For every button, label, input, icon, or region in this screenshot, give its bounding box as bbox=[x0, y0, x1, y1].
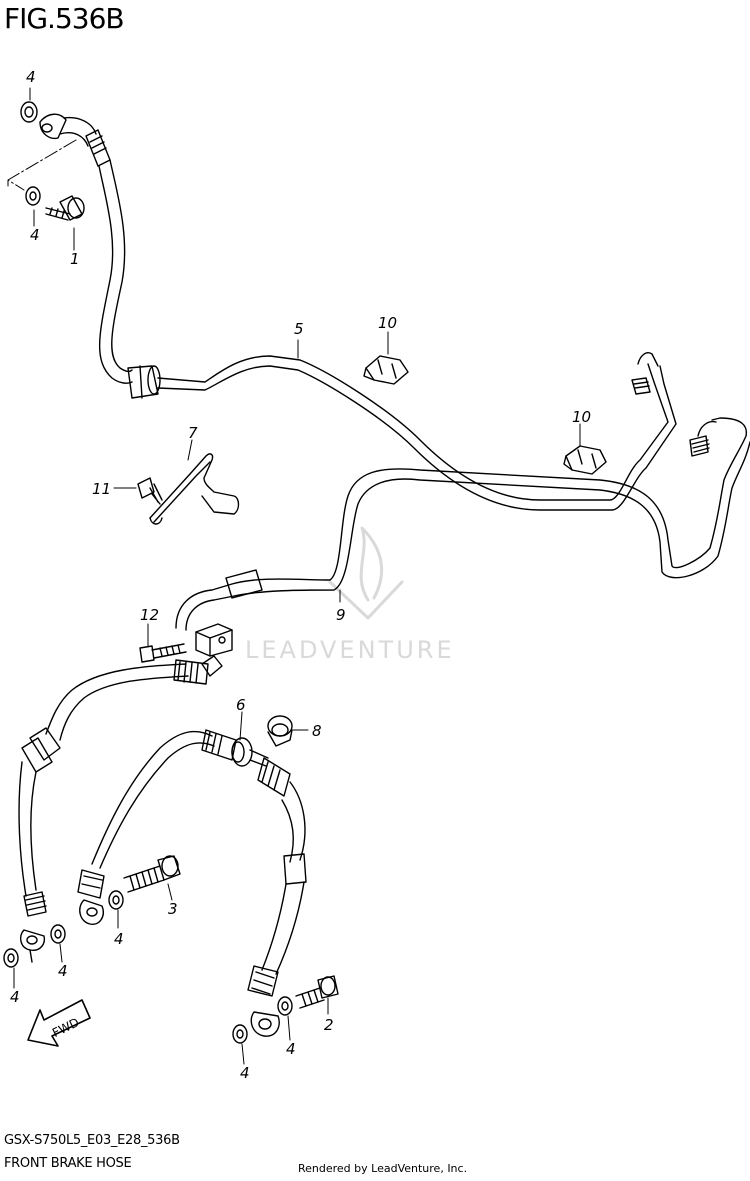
callout-10: 10 bbox=[572, 408, 591, 426]
callout-9: 9 bbox=[336, 606, 346, 624]
callout-7: 7 bbox=[188, 424, 198, 442]
clip-10-lower bbox=[563, 445, 607, 475]
figure-title: FIG.536B bbox=[4, 2, 125, 35]
middle-brake-pipe bbox=[175, 417, 750, 631]
bracket-7 bbox=[149, 453, 240, 525]
washer-4c bbox=[3, 948, 19, 968]
washer-4f bbox=[277, 996, 293, 1016]
washer-4a bbox=[20, 101, 38, 123]
bolt-11 bbox=[137, 477, 163, 505]
callout-6: 6 bbox=[236, 696, 246, 714]
callout-8: 8 bbox=[312, 722, 322, 740]
lower-right-brake-hose bbox=[77, 729, 307, 1037]
bolt-1 bbox=[45, 195, 85, 221]
hose-joint-block bbox=[195, 623, 233, 677]
upper-brake-hose bbox=[39, 113, 677, 511]
callout-4: 4 bbox=[30, 226, 40, 244]
fwd-label: FWD bbox=[50, 1015, 81, 1040]
figure-name: FRONT BRAKE HOSE bbox=[4, 1156, 132, 1171]
watermark-logo bbox=[328, 526, 404, 620]
callout-4: 4 bbox=[26, 68, 36, 86]
callout-4: 4 bbox=[58, 962, 68, 980]
leader-lines bbox=[7, 87, 581, 1065]
callout-10: 10 bbox=[378, 314, 397, 332]
model-code: GSX-S750L5_E03_E28_536B bbox=[4, 1133, 180, 1148]
callout-5: 5 bbox=[294, 320, 304, 338]
washer-4g bbox=[232, 1024, 248, 1044]
callout-4: 4 bbox=[114, 930, 124, 948]
callout-4: 4 bbox=[286, 1040, 296, 1058]
callout-4: 4 bbox=[10, 988, 20, 1006]
clamp-8 bbox=[267, 715, 293, 747]
lower-left-brake-hose bbox=[18, 659, 209, 963]
callout-11: 11 bbox=[92, 480, 111, 498]
washer-4b bbox=[25, 186, 41, 206]
callout-3: 3 bbox=[168, 900, 178, 918]
callout-4: 4 bbox=[240, 1064, 250, 1082]
washer-4e bbox=[108, 890, 124, 910]
render-credit: Rendered by LeadVenture, Inc. bbox=[298, 1162, 468, 1175]
callout-1: 1 bbox=[70, 250, 80, 268]
callout-12: 12 bbox=[140, 606, 159, 624]
bolt-2 bbox=[295, 975, 339, 1009]
clip-10-upper bbox=[363, 355, 409, 385]
bolt-3 bbox=[123, 855, 181, 893]
washer-4d bbox=[50, 924, 66, 944]
bolt-12 bbox=[139, 643, 187, 663]
callout-2: 2 bbox=[324, 1016, 334, 1034]
fwd-arrow-icon bbox=[27, 999, 91, 1047]
watermark-text: LEADVENTURE bbox=[245, 636, 455, 664]
